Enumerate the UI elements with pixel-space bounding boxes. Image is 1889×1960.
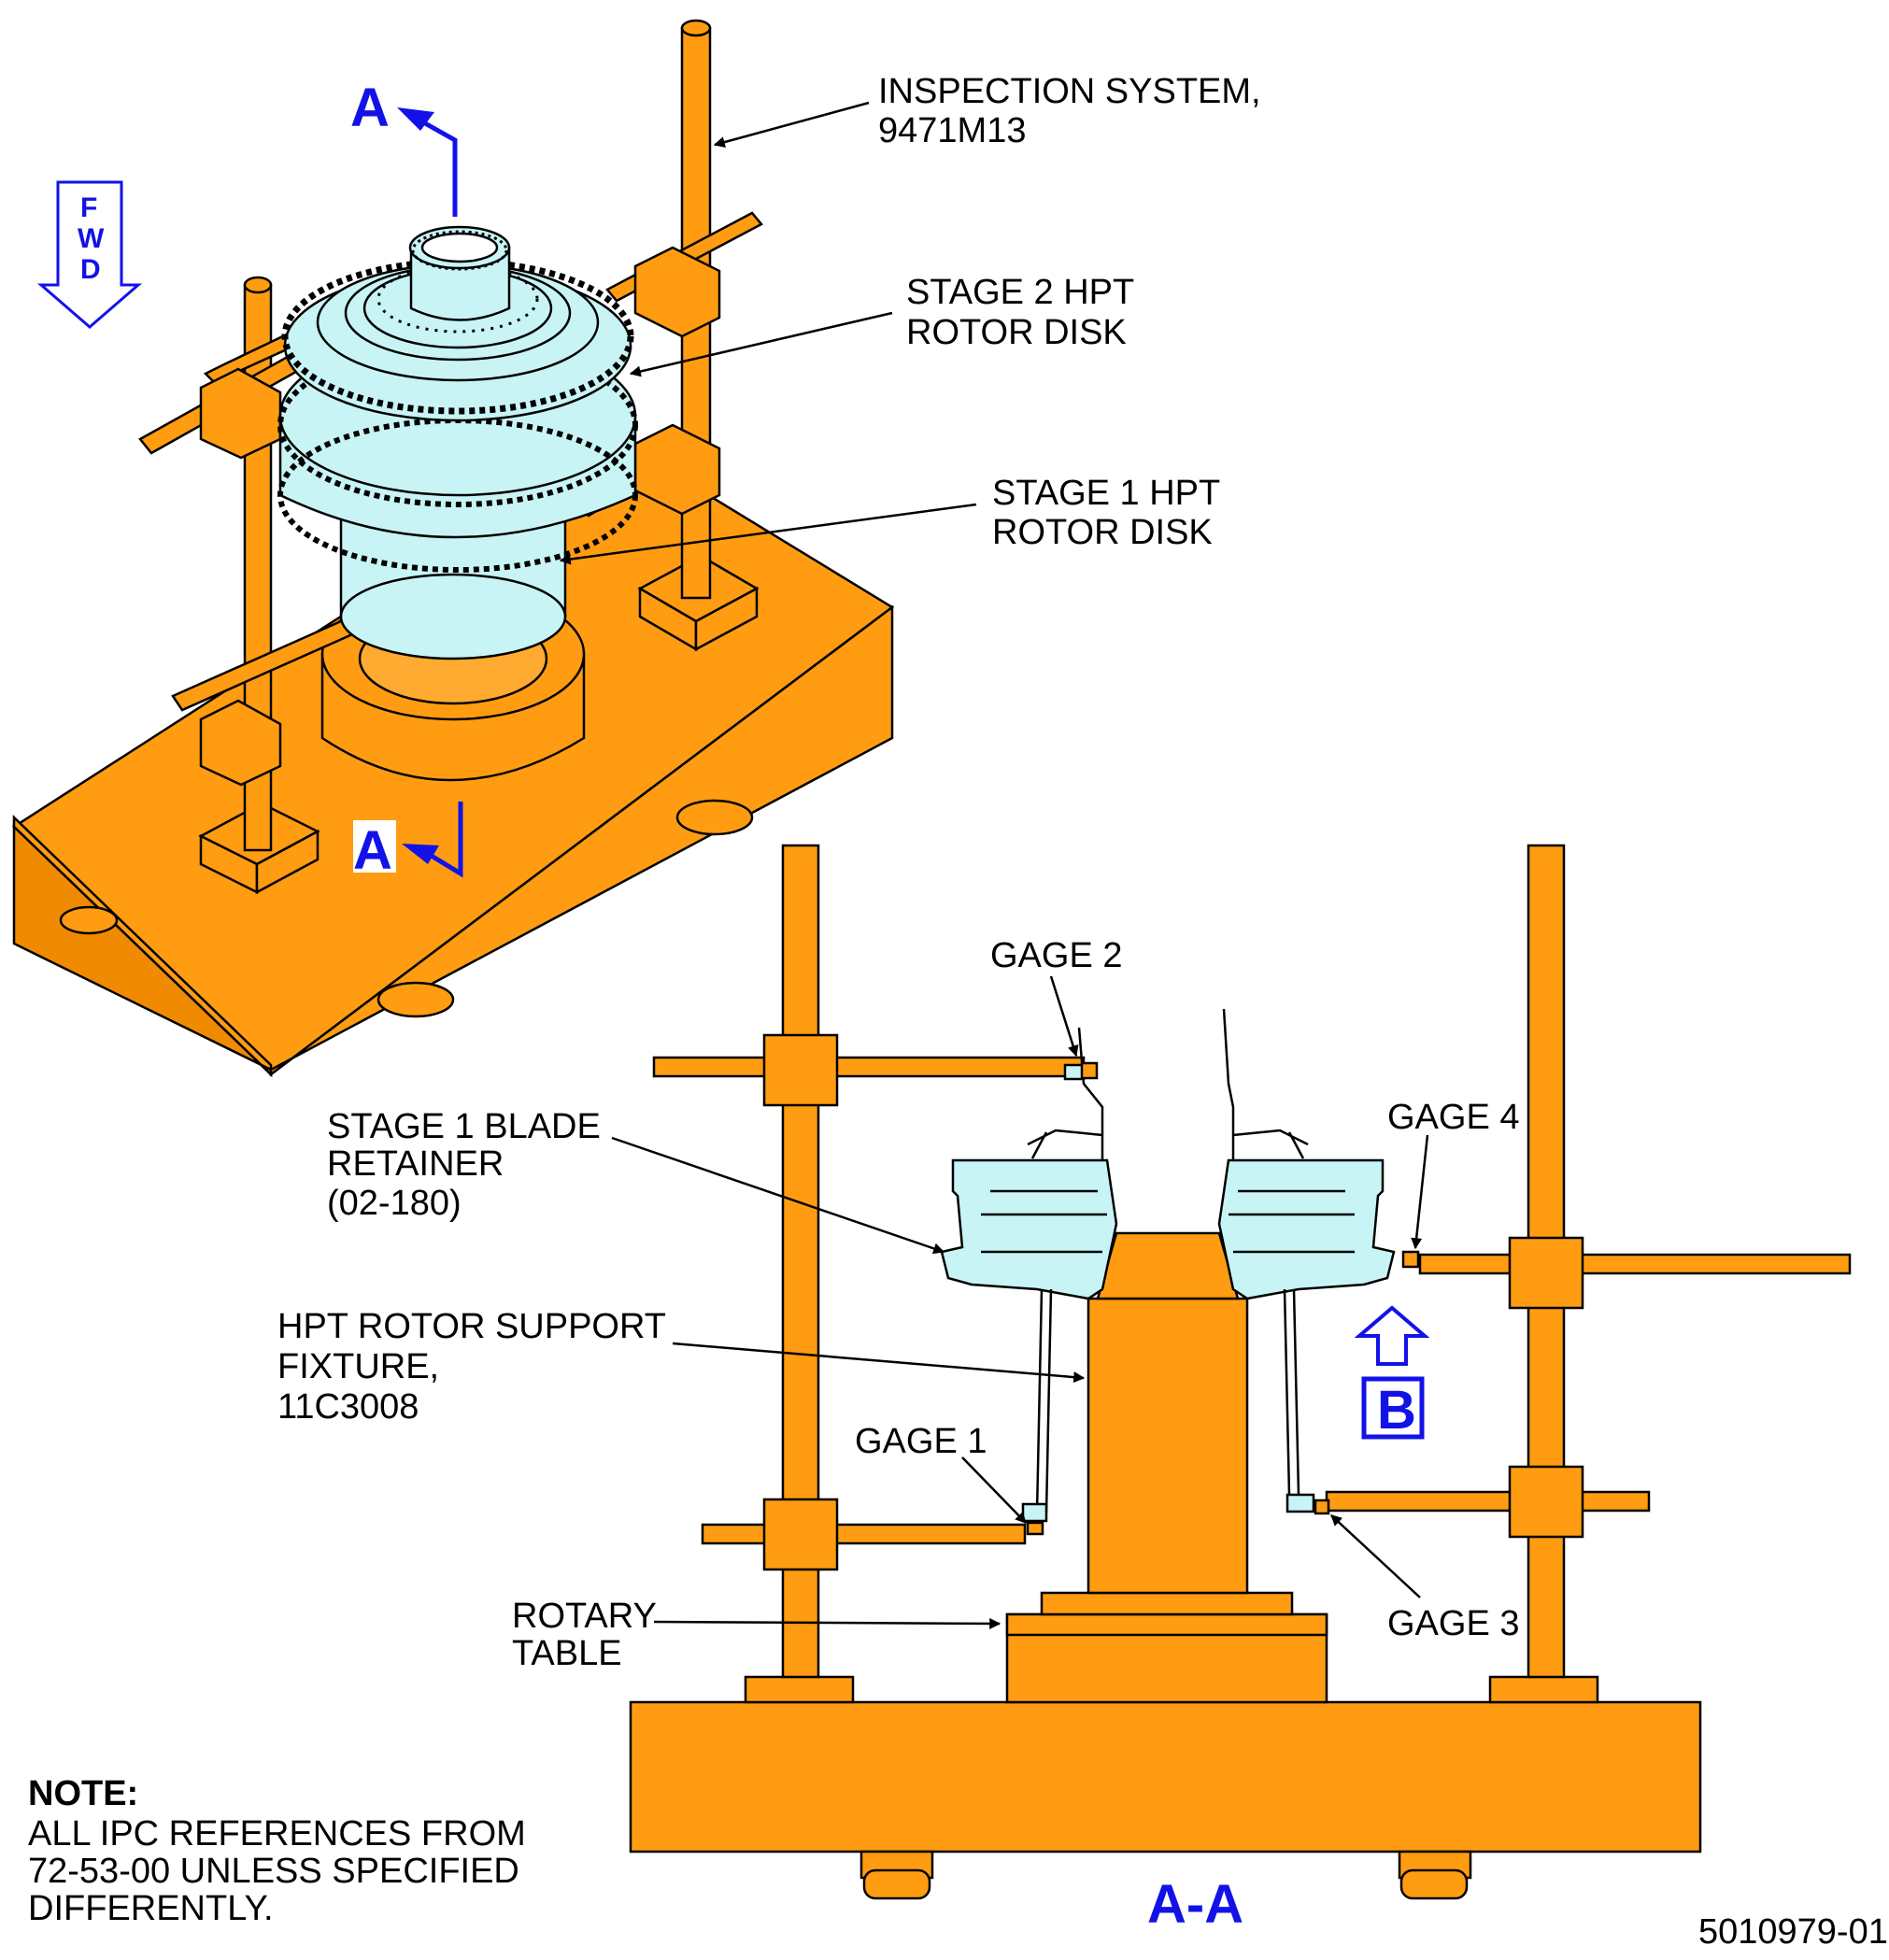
callout-rotary-table: ROTARY TABLE xyxy=(512,1597,1001,1673)
label-gage3: GAGE 3 xyxy=(1387,1604,1520,1643)
fwd-letter-w: W xyxy=(78,223,105,254)
note-block: NOTE: ALL IPC REFERENCES FROM 72-53-00 U… xyxy=(28,1774,526,1928)
callout-blade-retainer: STAGE 1 BLADE RETAINER xyxy=(327,1107,945,1255)
section-rotor-left xyxy=(940,1027,1118,1536)
section-cut-marker-bottom: A xyxy=(353,802,463,881)
note-heading: NOTE: xyxy=(28,1774,138,1813)
section-view-a-a: B GAGE 2 GAGE 4 GAGE 1 GAGE 3 STAGE 1 BL… xyxy=(277,844,1852,1935)
label-rotary-table-1: ROTARY xyxy=(512,1597,657,1636)
section-base-block xyxy=(629,1700,1702,1853)
label-gage2: GAGE 2 xyxy=(990,936,1123,975)
label-stage1-disk-2: ROTOR DISK xyxy=(992,513,1213,552)
callout-stage1-disk: STAGE 1 HPT ROTOR DISK xyxy=(559,474,1220,565)
label-stage2-disk-2: ROTOR DISK xyxy=(906,313,1127,352)
fwd-letter-d: D xyxy=(80,254,101,285)
label-support-fixture-2: FIXTURE, xyxy=(277,1347,439,1386)
label-blade-retainer-2: RETAINER xyxy=(327,1144,504,1184)
label-inspection-system-2: 9471M13 xyxy=(878,111,1026,150)
callout-gage2: GAGE 2 xyxy=(990,936,1123,1058)
section-fixture-top xyxy=(1096,1231,1240,1300)
note-line-2: 72-53-00 UNLESS SPECIFIED xyxy=(28,1852,519,1891)
callout-gage4: GAGE 4 xyxy=(1387,1098,1520,1250)
label-gage1: GAGE 1 xyxy=(855,1422,987,1461)
label-gage4: GAGE 4 xyxy=(1387,1098,1520,1137)
label-stage1-disk-1: STAGE 1 HPT xyxy=(992,474,1220,513)
label-support-fixture-3: 11C3008 xyxy=(277,1387,419,1427)
section-letter-top: A xyxy=(350,78,390,138)
isometric-view: A A F W D INSPECTION SYSTEM, 9471M13 STA… xyxy=(11,19,1261,1077)
label-support-fixture-1: HPT ROTOR SUPPORT xyxy=(277,1307,666,1346)
view-b-letter: B xyxy=(1377,1380,1416,1441)
callout-gage1: GAGE 1 xyxy=(855,1422,1027,1524)
iso-rotor-assembly xyxy=(277,225,638,660)
section-support-fixture xyxy=(1087,1297,1249,1595)
section-cut-marker-top: A xyxy=(350,78,458,217)
iso-right-post xyxy=(577,19,763,600)
figure-id: 5010979-01 xyxy=(1698,1912,1888,1952)
note-line-3: DIFFERENTLY. xyxy=(28,1889,274,1928)
view-b-marker: B xyxy=(1354,1305,1430,1441)
label-blade-retainer-1: STAGE 1 BLADE xyxy=(327,1107,601,1146)
label-stage2-disk-1: STAGE 2 HPT xyxy=(906,273,1134,312)
label-blade-retainer-3: (02-180) xyxy=(327,1184,462,1223)
view-title-a-a: A-A xyxy=(1147,1874,1243,1935)
forward-direction-arrow: F W D xyxy=(36,180,143,329)
label-rotary-table-2: TABLE xyxy=(512,1634,622,1673)
section-letter-bottom: A xyxy=(353,820,392,881)
callout-support-fixture: HPT ROTOR SUPPORT FIXTURE, 11C3008 xyxy=(277,1307,1086,1427)
callout-stage2-disk: STAGE 2 HPT ROTOR DISK xyxy=(629,273,1134,377)
callout-gage3: GAGE 3 xyxy=(1330,1514,1520,1643)
note-line-1: ALL IPC REFERENCES FROM xyxy=(28,1814,526,1853)
fwd-letter-f: F xyxy=(80,192,97,223)
callout-inspection-system: INSPECTION SYSTEM, 9471M13 xyxy=(713,72,1261,150)
section-rotor-right xyxy=(1217,1008,1420,1515)
label-inspection-system-1: INSPECTION SYSTEM, xyxy=(878,72,1261,111)
